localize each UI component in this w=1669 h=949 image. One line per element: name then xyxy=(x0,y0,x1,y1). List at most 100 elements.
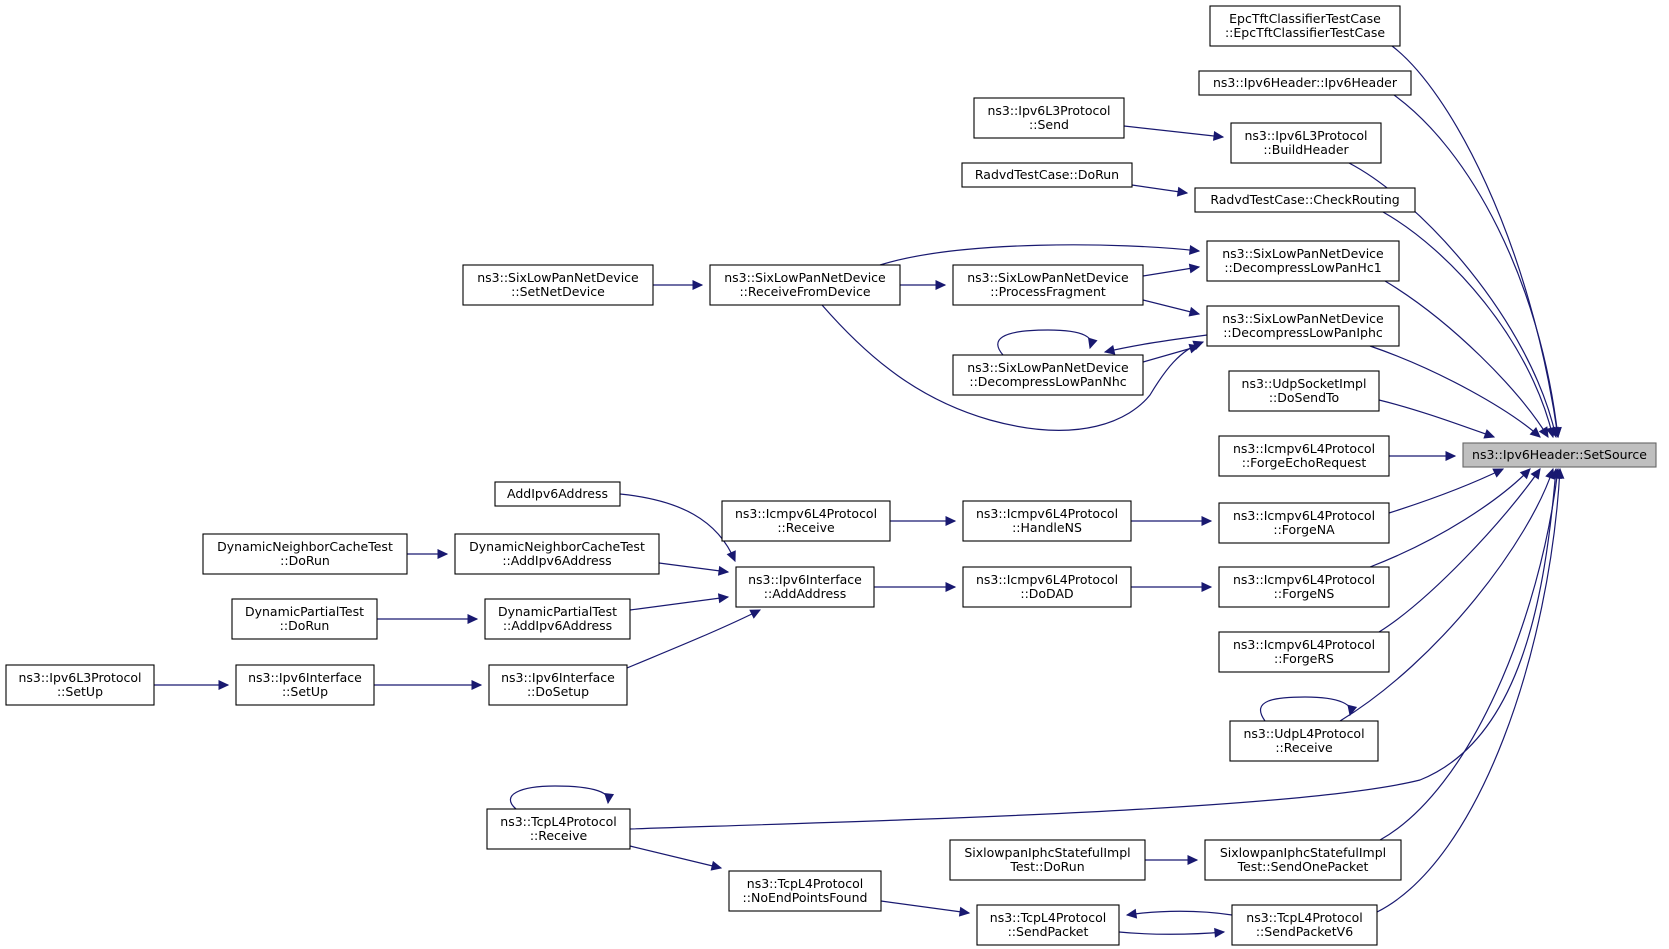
node-tcprecv[interactable]: ns3::TcpL4Protocol::Receive xyxy=(486,808,631,850)
nodes-layer: ns3::Ipv6Header::SetSource EpcTftClassifi… xyxy=(5,5,1657,946)
node-label-line: ::EpcTftClassifierTestCase xyxy=(1225,25,1385,40)
node-box xyxy=(1218,566,1390,608)
node-addv6[interactable]: AddIpv6Address xyxy=(494,481,621,507)
node-nhc[interactable]: ns3::SixLowPanNetDevice::DecompressLowPa… xyxy=(952,354,1144,396)
node-box xyxy=(1206,305,1400,347)
node-label-line: ns3::Ipv6Interface xyxy=(248,670,362,685)
node-label-line: ::ForgeEchoRequest xyxy=(1242,455,1367,470)
node-box xyxy=(728,870,882,912)
node-sixsend[interactable]: SixlowpanIphcStatefulImplTest::SendOnePa… xyxy=(1204,839,1402,881)
node-tcpsendv6[interactable]: ns3::TcpL4Protocol::SendPacketV6 xyxy=(1231,904,1378,946)
node-forgens[interactable]: ns3::Icmpv6L4Protocol::ForgeNS xyxy=(1218,566,1390,608)
edge-icmprecv-to-handlens-arrowhead xyxy=(945,516,957,526)
node-label-line: ns3::SixLowPanNetDevice xyxy=(967,270,1129,285)
edge-addaddr-to-dodad-arrowhead xyxy=(945,582,957,592)
edge-sixsend-to-root xyxy=(1379,468,1559,841)
edge-recvfromdev-to-hc1 xyxy=(879,244,1200,266)
node-box xyxy=(1228,370,1380,412)
node-procfrag[interactable]: ns3::SixLowPanNetDevice::ProcessFragment xyxy=(952,264,1144,306)
node-label-line: SixlowpanIphcStatefulImpl xyxy=(1220,845,1386,860)
node-handlens[interactable]: ns3::Icmpv6L4Protocol::HandleNS xyxy=(962,500,1132,542)
edge-checkrouting-to-root xyxy=(1382,211,1554,438)
node-dnctrun[interactable]: DynamicNeighborCacheTest::DoRun xyxy=(202,533,408,575)
edge-l3send-to-buildhdr xyxy=(1123,125,1224,138)
node-dptadd[interactable]: DynamicPartialTest::AddIpv6Address xyxy=(484,598,631,640)
node-l3send[interactable]: ns3::Ipv6L3Protocol::Send xyxy=(973,97,1125,139)
node-label-line: ::SetUp xyxy=(282,684,328,699)
node-udpsend[interactable]: ns3::UdpSocketImpl::DoSendTo xyxy=(1228,370,1380,412)
edge-forgers-to-root-arrowhead xyxy=(1530,468,1541,480)
node-box xyxy=(976,904,1120,946)
node-iphc[interactable]: ns3::SixLowPanNetDevice::DecompressLowPa… xyxy=(1206,305,1400,347)
node-label-line: ::SetUp xyxy=(57,684,103,699)
node-dptrun[interactable]: DynamicPartialTest::DoRun xyxy=(231,598,378,640)
node-box xyxy=(973,97,1125,139)
node-forgena[interactable]: ns3::Icmpv6L4Protocol::ForgeNA xyxy=(1218,502,1390,544)
node-tcpsend[interactable]: ns3::TcpL4Protocol::SendPacket xyxy=(976,904,1120,946)
node-label-line: ns3::Icmpv6L4Protocol xyxy=(1233,637,1375,652)
edge-ifdosetup-to-addaddr-arrowhead xyxy=(749,609,762,619)
edge-handlens-to-forgena-arrowhead xyxy=(1201,516,1213,526)
node-ifsetup[interactable]: ns3::Ipv6Interface::SetUp xyxy=(235,664,375,706)
edge-tcprecv-to-tcprecv xyxy=(509,785,610,810)
node-icmprecv[interactable]: ns3::Icmpv6L4Protocol::Receive xyxy=(721,500,891,542)
edge-dnctrun-to-dnctadd-arrowhead xyxy=(437,549,449,559)
node-checkrouting[interactable]: RadvdTestCase::CheckRouting xyxy=(1194,187,1416,213)
edge-ifsetup-to-ifdosetup-arrowhead xyxy=(471,680,483,690)
node-setnetdev[interactable]: ns3::SixLowPanNetDevice::SetNetDevice xyxy=(462,264,654,306)
node-ifdosetup[interactable]: ns3::Ipv6Interface::DoSetup xyxy=(488,664,628,706)
node-l3setup[interactable]: ns3::Ipv6L3Protocol::SetUp xyxy=(5,664,155,706)
node-dnctadd[interactable]: DynamicNeighborCacheTest::AddIpv6Address xyxy=(454,533,660,575)
node-label-line: ::ForgeNS xyxy=(1274,586,1335,601)
node-radvdrun[interactable]: RadvdTestCase::DoRun xyxy=(961,162,1133,188)
node-label-line: RadvdTestCase::CheckRouting xyxy=(1210,192,1399,207)
node-hc1[interactable]: ns3::SixLowPanNetDevice::DecompressLowPa… xyxy=(1206,240,1400,282)
node-box xyxy=(1229,720,1379,762)
edge-nhc-to-nhc xyxy=(997,329,1092,356)
edge-iphc-to-nhc-arrowhead xyxy=(1103,345,1116,355)
node-box xyxy=(1218,502,1390,544)
edge-tcpsendv6-to-tcpsend-arrowhead xyxy=(1125,908,1138,919)
node-label-line: ::SetNetDevice xyxy=(511,284,605,299)
node-forgers[interactable]: ns3::Icmpv6L4Protocol::ForgeRS xyxy=(1218,631,1390,673)
node-recvfromdev[interactable]: ns3::SixLowPanNetDevice::ReceiveFromDevi… xyxy=(709,264,901,306)
node-label-line: ::ForgeRS xyxy=(1274,651,1334,666)
node-label-line: ::DoRun xyxy=(280,553,330,568)
node-addaddr[interactable]: ns3::Ipv6Interface::AddAddress xyxy=(735,566,875,608)
node-buildhdr[interactable]: ns3::Ipv6L3Protocol::BuildHeader xyxy=(1230,122,1382,164)
node-noend[interactable]: ns3::TcpL4Protocol::NoEndPointsFound xyxy=(728,870,882,912)
node-label-line: ns3::Icmpv6L4Protocol xyxy=(735,506,877,521)
node-label-line: ns3::TcpL4Protocol xyxy=(747,876,863,891)
node-ipv6hdr[interactable]: ns3::Ipv6Header::Ipv6Header xyxy=(1198,70,1412,96)
node-label-line: ns3::UdpSocketImpl xyxy=(1242,376,1367,391)
node-label-line: ::AddIpv6Address xyxy=(502,553,611,568)
node-label-line: ::Receive xyxy=(530,828,588,843)
edge-forgens-to-root-arrowhead xyxy=(1519,468,1531,480)
node-forgeecho[interactable]: ns3::Icmpv6L4Protocol::ForgeEchoRequest xyxy=(1218,435,1390,477)
node-udprecv[interactable]: ns3::UdpL4Protocol::Receive xyxy=(1229,720,1379,762)
node-box xyxy=(1206,240,1400,282)
node-label-line: ::Send xyxy=(1029,117,1069,132)
node-root[interactable]: ns3::Ipv6Header::SetSource xyxy=(1462,442,1657,468)
node-label-line: ns3::Ipv6Interface xyxy=(501,670,615,685)
node-box xyxy=(952,354,1144,396)
node-dodad[interactable]: ns3::Icmpv6L4Protocol::DoDAD xyxy=(962,566,1132,608)
node-label-line: ::DoRun xyxy=(280,618,330,633)
node-box xyxy=(484,598,631,640)
edge-recvfromdev-to-procfrag-arrowhead xyxy=(935,280,947,290)
node-box xyxy=(454,533,660,575)
node-box xyxy=(1194,187,1416,213)
edge-forgers-to-root xyxy=(1378,468,1541,633)
node-box xyxy=(1209,5,1401,47)
node-label-line: ns3::Ipv6L3Protocol xyxy=(987,103,1110,118)
edge-buildhdr-to-root xyxy=(1348,162,1557,438)
node-label-line: DynamicNeighborCacheTest xyxy=(469,539,645,554)
edge-radvdrun-to-checkrouting-arrowhead xyxy=(1176,186,1189,197)
node-epc[interactable]: EpcTftClassifierTestCase::EpcTftClassifi… xyxy=(1209,5,1401,47)
node-label-line: DynamicPartialTest xyxy=(245,604,364,619)
edges-layer xyxy=(154,45,1565,938)
node-label-line: ns3::Ipv6Interface xyxy=(748,572,862,587)
node-label-line: ns3::Icmpv6L4Protocol xyxy=(1233,441,1375,456)
